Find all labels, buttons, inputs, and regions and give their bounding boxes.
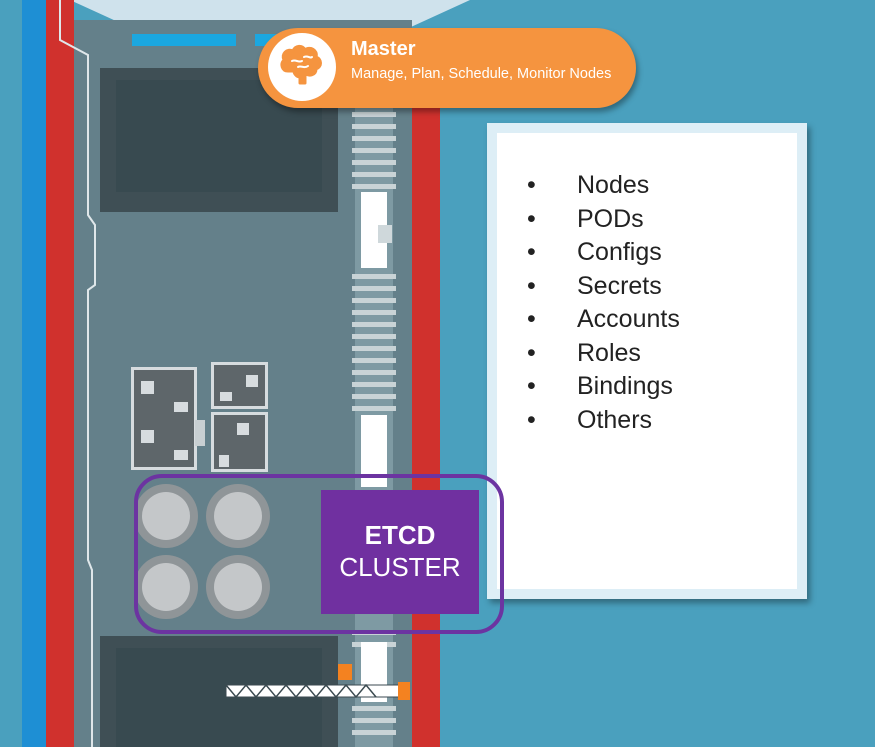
list-item-label: Nodes [577, 171, 650, 199]
etcd-nodes [134, 484, 270, 619]
hull-left [46, 0, 74, 747]
bullet-icon: • [527, 271, 536, 300]
etcd-cluster-label: ETCD CLUSTER [321, 490, 479, 614]
deck-outline [59, 0, 96, 747]
cargo-crates [131, 362, 268, 472]
hull-right [412, 30, 440, 747]
etcd-data-panel: • Nodes • PODs • Configs • Secrets • Accounts • Rol… [487, 123, 807, 599]
hull-stripe-blue [22, 0, 46, 747]
etcd-cluster-frame [134, 474, 504, 634]
list-item-label: Roles [577, 338, 641, 367]
list-item-label: Bindings [577, 372, 673, 400]
deck-container-blue [132, 34, 236, 46]
master-subtitle: Manage, Plan, Schedule, Monitor Nodes [351, 66, 612, 82]
list-item-label: PODs [577, 204, 644, 233]
brain-icon [268, 33, 336, 101]
bullet-icon: • [527, 405, 536, 434]
list-item-label: Accounts [577, 305, 680, 333]
etcd-data-panel-inner: • Nodes • PODs • Configs • Secrets • Accounts • Rol… [497, 133, 797, 589]
list-item-label: Others [577, 405, 653, 434]
list-item-label: Secrets [577, 271, 662, 300]
etcd-title: ETCD [364, 520, 436, 550]
etcd-subtitle: CLUSTER [339, 552, 461, 582]
bullet-icon: • [527, 238, 536, 266]
bullet-icon: • [527, 171, 536, 199]
master-badge: Master Manage, Plan, Schedule, Monitor N… [258, 28, 636, 108]
crane [225, 664, 410, 700]
master-title: Master [351, 38, 416, 60]
bullet-icon: • [527, 338, 536, 367]
bullet-icon: • [527, 204, 536, 233]
list-item-label: Configs [577, 238, 662, 266]
bullet-icon: • [527, 305, 536, 333]
bullet-icon: • [527, 372, 536, 400]
